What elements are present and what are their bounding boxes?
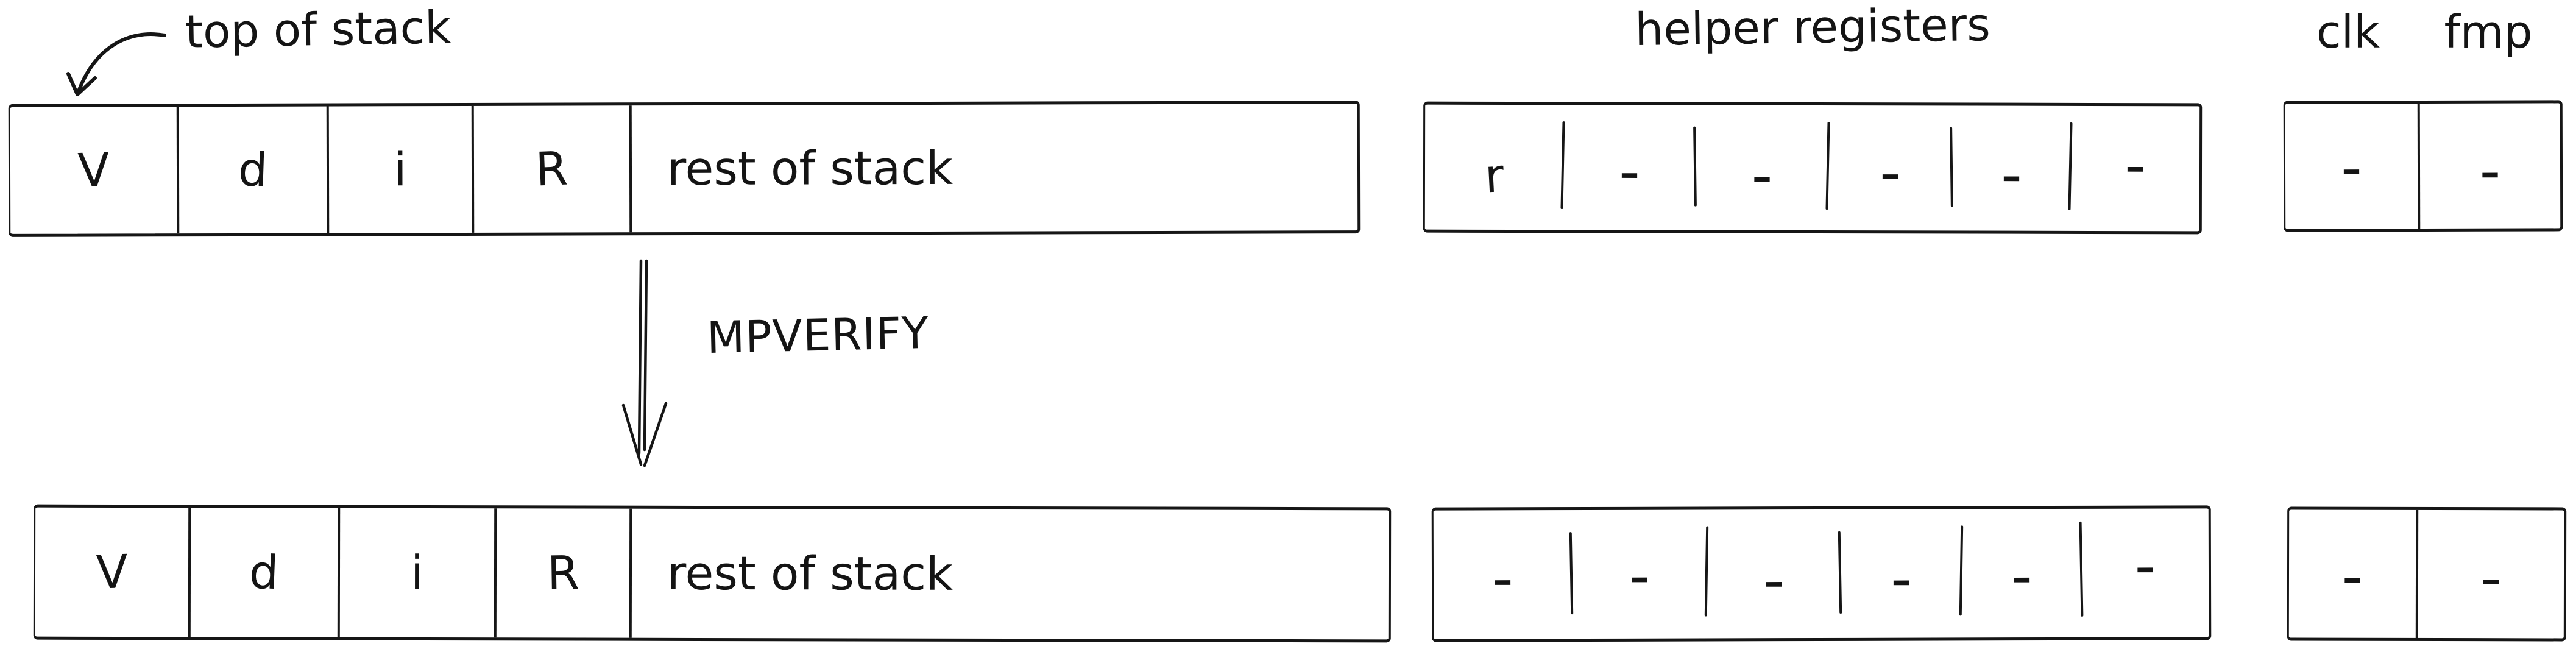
after-helper-cell-2: - (1763, 545, 1785, 614)
clk-fmp-before-box: - - (2283, 100, 2563, 232)
before-stack-cell-3: R (471, 105, 630, 233)
after-stack-cell-3: R (494, 508, 630, 638)
operation-label: MPVERIFY (706, 307, 930, 364)
after-stack-cell-0: V (95, 544, 129, 600)
down-arrow-icon (621, 259, 668, 467)
fmp-label: fmp (2444, 6, 2533, 58)
after-helper-cell-4: - (2011, 541, 2033, 610)
clk-label: clk (2316, 6, 2380, 58)
helper-registers-after-box: - - - - - - (1431, 505, 2212, 642)
before-helper-cell-3: - (1880, 138, 1901, 207)
after-clk-cell: - (2341, 542, 2363, 611)
stack-before-box: V d i R rest of stack (8, 101, 1361, 237)
before-clk-cell: - (2341, 133, 2362, 202)
before-helper-cell-5: - (2125, 130, 2146, 199)
before-stack-cell-0: V (76, 142, 111, 198)
curved-arrow-icon (66, 32, 166, 96)
before-helper-cell-1: - (1619, 136, 1640, 205)
helper-registers-before-box: r - - - - - (1423, 101, 2203, 235)
stack-after-box: V d i R rest of stack (33, 504, 1392, 643)
after-helper-cell-3: - (1891, 544, 1912, 613)
after-helper-cell-1: - (1629, 541, 1651, 610)
after-stack-cell-1: d (188, 508, 338, 637)
after-stack-cell-rest: rest of stack (629, 508, 1389, 640)
before-stack-cell-rest: rest of stack (629, 104, 1358, 233)
before-fmp-cell: - (2417, 103, 2561, 229)
clk-fmp-after-box: - - (2287, 506, 2567, 642)
before-helper-cell-4: - (2001, 140, 2022, 209)
top-of-stack-label: top of stack (185, 1, 451, 58)
after-helper-cell-5: - (2134, 531, 2156, 600)
after-fmp-cell: - (2415, 509, 2564, 639)
before-helper-cell-2: - (1751, 141, 1773, 210)
before-stack-cell-2: i (326, 105, 472, 233)
before-stack-cell-1: d (176, 106, 327, 234)
after-stack-cell-2: i (337, 508, 495, 638)
after-helper-cell-0: - (1492, 544, 1513, 612)
before-helper-cell-0: r (1483, 147, 1506, 204)
helper-registers-label: helper registers (1634, 0, 1991, 57)
